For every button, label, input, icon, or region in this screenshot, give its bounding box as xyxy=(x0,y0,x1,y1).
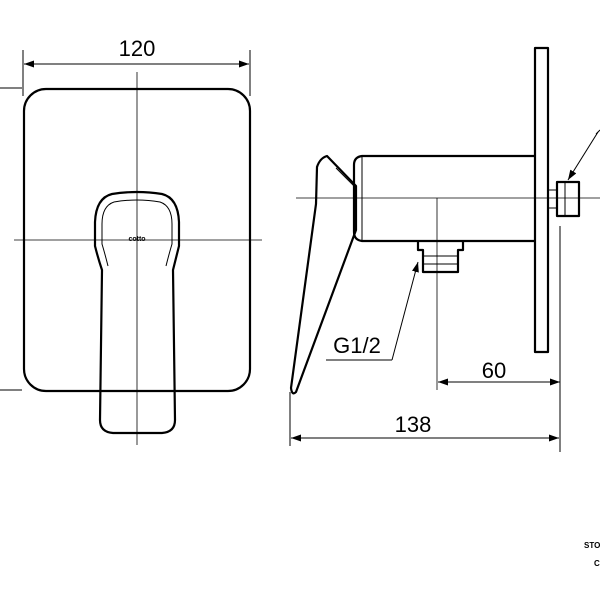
thread-leader xyxy=(391,261,419,361)
dimension-width-label: 120 xyxy=(119,36,156,61)
corner-note-line1: STO xyxy=(584,541,600,550)
lever-handle xyxy=(93,190,181,435)
wall-plate xyxy=(533,46,550,354)
front-view: 120 cotto xyxy=(0,36,262,445)
rear-connector xyxy=(555,180,581,218)
dimension-body-label: 60 xyxy=(482,358,506,383)
valve-body xyxy=(352,154,535,243)
lever-side-profile xyxy=(289,154,358,395)
corner-note-line2: C xyxy=(594,559,600,568)
thread-label: G1/2 xyxy=(333,333,381,358)
outlet-fitting xyxy=(416,241,465,274)
brand-logo: cotto xyxy=(128,236,145,243)
side-view: G1/2 60 138 xyxy=(289,46,600,452)
connector-leader xyxy=(567,131,599,181)
dimension-total-label: 138 xyxy=(395,412,432,437)
